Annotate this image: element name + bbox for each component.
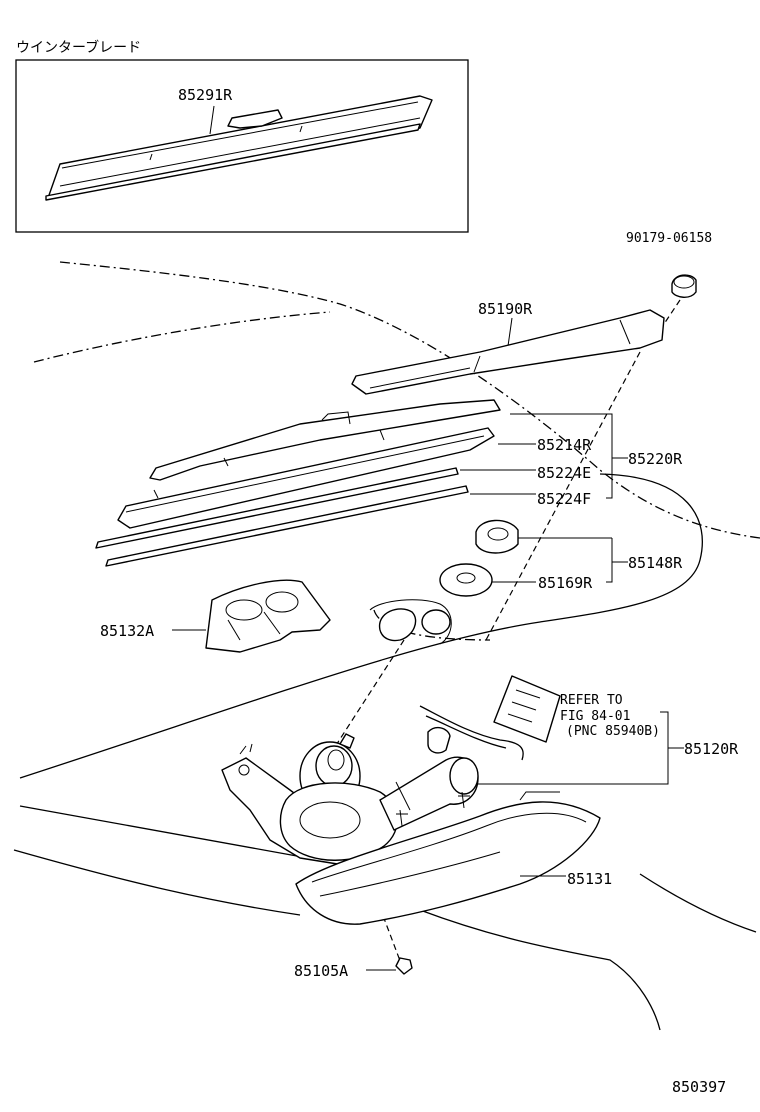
label-85220R: 85220R [628, 450, 683, 468]
tray-85131: 85131 [295, 791, 612, 925]
nut-90179: 90179-06158 [626, 231, 712, 331]
wiper-arm-85190R: 85190R [351, 300, 665, 395]
leader-85291R [209, 105, 215, 135]
label-85120R: 85120R [684, 740, 739, 758]
blade-leaders: 85214R 85224E 85224F 85220R [460, 413, 683, 508]
winter-blade-inset: ウインターブレード 85291R [15, 39, 469, 233]
inset-title: ウインターブレード [16, 39, 141, 56]
refer-line1: REFER TO [560, 693, 623, 708]
label-90179-06158: 90179-06158 [626, 231, 712, 246]
grommet-parts: 85169R 85148R [439, 519, 683, 597]
label-85224E: 85224E [537, 464, 591, 482]
refer-line3: (PNC 85940B) [566, 724, 660, 739]
label-85190R: 85190R [478, 300, 533, 318]
back-door-bottom-curve [419, 909, 661, 1031]
label-85169R: 85169R [538, 574, 593, 592]
label-85131: 85131 [567, 870, 612, 888]
figure-id: 850397 [672, 1078, 726, 1096]
back-door-upper-edge [19, 473, 703, 779]
glass-outline-left [33, 311, 331, 363]
label-85132A: 85132A [100, 622, 154, 640]
nut-85148R [475, 519, 519, 554]
inset-frame [15, 59, 469, 233]
washer-85169R [439, 563, 493, 597]
refer-line2: FIG 84-01 [560, 709, 630, 724]
label-85214R: 85214R [537, 436, 592, 454]
connector-refer: REFER TO FIG 84-01 (PNC 85940B) [419, 675, 660, 761]
back-door-lower-edge-2 [13, 849, 301, 916]
winter-blade-drawing [45, 95, 433, 201]
label-85291R: 85291R [178, 86, 233, 104]
label-85105A: 85105A [294, 962, 348, 980]
back-door-right-edge [639, 873, 757, 933]
label-85148R: 85148R [628, 554, 683, 572]
screw-85105A: 85105A [294, 957, 413, 980]
glass-outline-upper [59, 261, 760, 539]
cover-85132A: 85132A [100, 579, 331, 653]
door-holes [369, 599, 452, 645]
motor-assy-85120R: 85120R [221, 711, 739, 867]
label-85224F: 85224F [537, 490, 591, 508]
center-dashed-lines [319, 351, 641, 967]
wiper-blade-85220R [95, 399, 501, 567]
